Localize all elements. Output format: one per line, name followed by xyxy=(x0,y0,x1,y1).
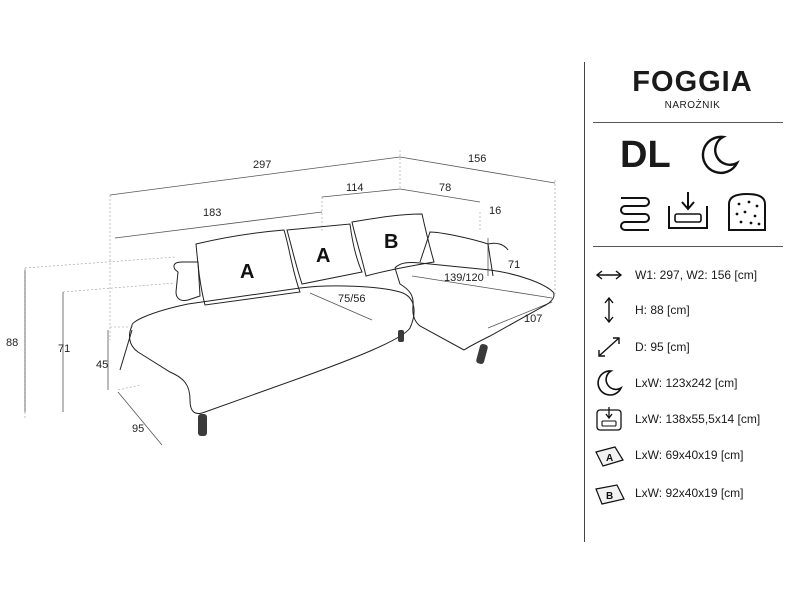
storage-box-icon xyxy=(668,192,708,229)
spec-cushion-a: A LxW: 69x40x19 [cm] xyxy=(593,442,793,468)
spec-text: LxW: 69x40x19 [cm] xyxy=(635,448,744,462)
dim-chaise-length: 139/120 xyxy=(444,272,484,284)
crescent-moon-icon xyxy=(597,370,623,396)
storage-box-icon xyxy=(596,407,622,431)
dim-height-seat: 45 xyxy=(96,359,108,371)
sofa-dimension-drawing: A A B 297 156 183 114 78 16 88 71 45 95 … xyxy=(6,150,556,446)
dim-height-back: 71 xyxy=(58,343,70,355)
cushions: A A B xyxy=(195,213,435,306)
panel-divider xyxy=(584,62,585,542)
dim-total-width: 297 xyxy=(253,159,271,171)
spring-coil-icon xyxy=(620,197,650,231)
leg-icon xyxy=(198,414,207,436)
spec-depth: D: 95 [cm] xyxy=(593,334,793,360)
divider xyxy=(593,246,783,247)
dim-chaise-width: 156 xyxy=(468,153,486,165)
spec-text: D: 95 [cm] xyxy=(635,340,690,354)
spec-text: LxW: 138x55,5x14 [cm] xyxy=(635,412,761,426)
spec-width: W1: 297, W2: 156 [cm] xyxy=(593,262,793,288)
dim-depth: 95 xyxy=(132,423,144,435)
dim-middle-section: 114 xyxy=(346,182,364,194)
extension-lines xyxy=(24,150,556,420)
product-name: FOGGIA xyxy=(632,66,753,98)
spec-sleeping-area: LxW: 123x242 [cm] xyxy=(593,370,793,396)
cushion-label: B xyxy=(606,491,613,502)
spec-text: LxW: 92x40x19 [cm] xyxy=(635,486,744,500)
dim-left-section: 183 xyxy=(203,207,221,219)
dim-chaise-depth: 107 xyxy=(524,313,542,325)
spec-text: LxW: 123x242 [cm] xyxy=(635,376,738,390)
spec-text: H: 88 [cm] xyxy=(635,303,690,317)
dim-chaise-top: 78 xyxy=(439,182,451,194)
cushion-label: A xyxy=(606,453,613,464)
product-type: NAROŻNIK xyxy=(664,100,721,111)
dim-chaise-back-height: 71 xyxy=(508,259,520,271)
spec-cushion-b: B LxW: 92x40x19 [cm] xyxy=(593,480,793,506)
cushion-b-icon: B xyxy=(595,484,625,505)
cushion-label: A xyxy=(240,261,254,283)
divider xyxy=(593,122,783,123)
cushion-label: A xyxy=(316,245,330,267)
spec-text: W1: 297, W2: 156 [cm] xyxy=(635,268,758,282)
leg-icon xyxy=(476,343,488,365)
depth-arrows-icon xyxy=(598,337,620,357)
dimension-labels: 297 156 183 114 78 16 88 71 45 95 75/56 … xyxy=(6,153,542,435)
height-arrows-icon xyxy=(604,297,614,323)
dim-seat-depth: 75/56 xyxy=(338,293,366,305)
version-label: DL xyxy=(620,134,671,176)
width-arrows-icon xyxy=(595,270,623,280)
spec-height: H: 88 [cm] xyxy=(593,297,793,323)
leg-icon xyxy=(398,330,404,342)
spec-storage: LxW: 138x55,5x14 [cm] xyxy=(593,406,793,432)
dimension-lines xyxy=(24,156,556,446)
cushion-a-icon: A xyxy=(595,446,624,467)
spec-panel: FOGGIA NAROŻNIK DL W1: 297, W2: 156 [cm] xyxy=(585,0,800,600)
dim-height-total: 88 xyxy=(6,337,18,349)
dim-arm-offset: 16 xyxy=(489,205,501,217)
sofa-outline xyxy=(119,231,555,436)
foam-cushion-icon xyxy=(728,192,766,231)
crescent-moon-icon xyxy=(701,135,740,175)
cushion-label: B xyxy=(384,231,398,253)
